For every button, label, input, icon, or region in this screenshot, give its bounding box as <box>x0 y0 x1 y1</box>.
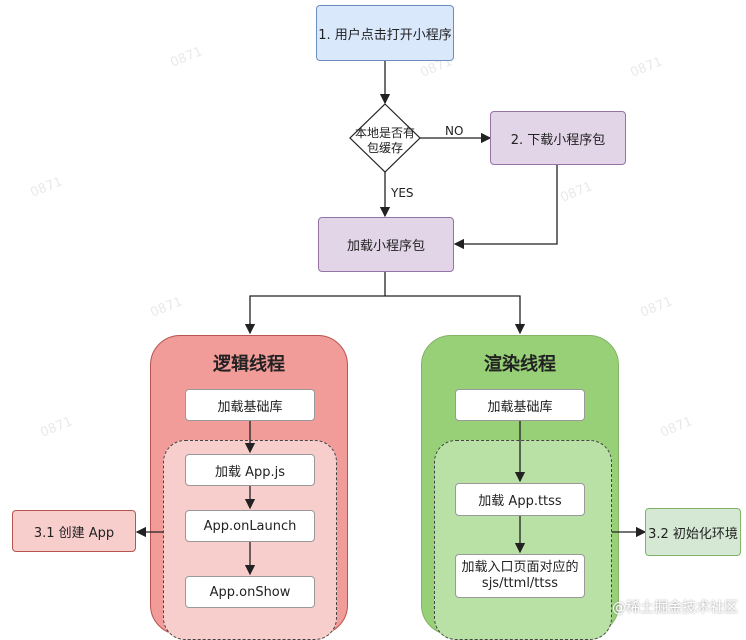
download-node: 2. 下载小程序包 <box>490 111 626 165</box>
render-load-lib: 加载基础库 <box>455 389 585 421</box>
logic-thread-title: 逻辑线程 <box>213 354 285 375</box>
render-load-ttss: 加载 App.ttss <box>455 483 585 516</box>
logic-on-show: App.onShow <box>185 576 315 608</box>
footer-watermark: @稀土掘金技术社区 <box>612 600 738 616</box>
decision-label-1: 本地是否有 <box>354 126 415 140</box>
render-thread-title: 渲染线程 <box>484 354 556 375</box>
render-load-entry-line2: sjs/ttml/ttss <box>481 576 559 591</box>
decision-diamond <box>349 103 421 173</box>
decision-label-2: 包缓存 <box>366 141 403 155</box>
render-load-entry: 加载入口页面对应的 sjs/ttml/ttss <box>455 554 585 598</box>
logic-load-app: 加载 App.js <box>185 454 315 486</box>
start-node: 1. 用户点击打开小程序 <box>316 5 454 61</box>
load-package-node: 加载小程序包 <box>318 217 454 272</box>
edge-yes-label: YES <box>391 186 414 200</box>
edge-no-label: NO <box>445 124 464 138</box>
render-load-entry-line1: 加载入口页面对应的 <box>461 560 579 575</box>
connector-lines <box>135 61 647 576</box>
init-env-node: 3.2 初始化环境 <box>645 508 741 556</box>
create-app-node: 3.1 创建 App <box>12 510 136 552</box>
logic-load-lib: 加载基础库 <box>185 389 315 421</box>
logic-on-launch: App.onLaunch <box>185 510 315 542</box>
